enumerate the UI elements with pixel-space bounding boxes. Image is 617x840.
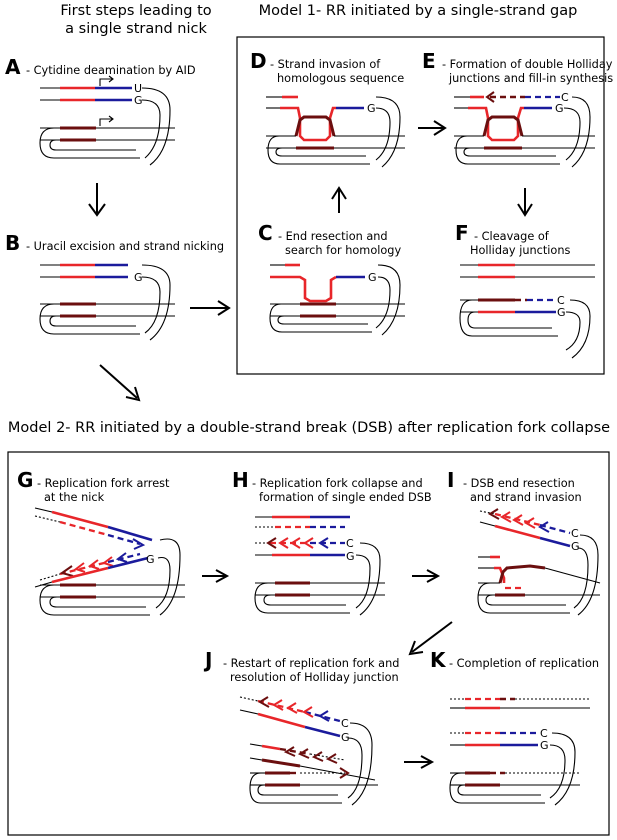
panel-g-dna xyxy=(34,507,185,616)
panel-e-guanine: G xyxy=(555,102,564,115)
panel-f-letter: F xyxy=(455,221,469,245)
arrow-j-to-k xyxy=(404,755,435,769)
panel-g: G - Replication fork arrest at the nick xyxy=(17,468,185,616)
panel-b-letter: B xyxy=(5,231,20,255)
panel-h: H - Replication fork collapse and format… xyxy=(232,468,432,616)
panel-f-label-line2: Holliday junctions xyxy=(470,244,571,257)
panel-f: F - Cleavage of Holliday junctions C G xyxy=(455,221,595,359)
panel-f-dna xyxy=(459,263,595,359)
panel-e-cytosine: C xyxy=(561,91,569,104)
panel-i-letter: I xyxy=(447,468,454,492)
panel-j-letter: J xyxy=(203,648,212,672)
panel-b-dna xyxy=(39,263,175,341)
panel-c-label-line2: search for homology xyxy=(285,244,401,257)
panel-h-dna xyxy=(254,515,385,616)
panel-i-label-line2: and strand invasion xyxy=(470,491,582,504)
panel-a-uracil: U xyxy=(134,82,142,95)
arrow-e-to-f xyxy=(517,188,533,217)
panel-c-label-line1: - End resection and xyxy=(278,230,388,243)
panel-a-guanine: G xyxy=(134,94,143,107)
panel-h-label-line1: - Replication fork collapse and xyxy=(252,477,423,490)
panel-j-dna xyxy=(239,696,378,806)
panel-k-cytosine: C xyxy=(540,727,548,740)
panel-d-label-line1: - Strand invasion of xyxy=(270,58,381,71)
panel-b-guanine: G xyxy=(134,271,143,284)
heading-model2: Model 2- RR initiated by a double-strand… xyxy=(8,420,610,436)
panel-e-dna xyxy=(454,91,595,168)
heading-model1: Model 1- RR initiated by a single-strand… xyxy=(259,3,578,19)
arrow-b-to-model1 xyxy=(190,300,231,316)
panel-k-guanine: G xyxy=(540,739,549,752)
arrow-a-to-b xyxy=(88,183,106,217)
panel-i: I - DSB end resection and strand invasio… xyxy=(447,468,601,616)
panel-b-label: - Uracil excision and strand nicking xyxy=(26,240,224,253)
panel-e-label-line2: junctions and fill-in synthesis xyxy=(448,72,613,85)
panel-e: E - Formation of double Holliday junctio… xyxy=(422,49,613,168)
panel-k: K - Completion of replication xyxy=(430,648,599,806)
panel-h-label-line2: formation of single ended DSB xyxy=(259,491,432,504)
panel-k-dna xyxy=(449,697,590,806)
panel-f-label-line1: - Cleavage of xyxy=(474,230,550,243)
panel-d: D - Strand invasion of homologous sequen… xyxy=(250,49,405,168)
panel-d-guanine: G xyxy=(367,102,376,115)
panel-a: A - Cytidine deamination by AID U G xyxy=(5,55,196,166)
panel-j-label-line2: resolution of Holliday junction xyxy=(230,671,399,684)
panel-a-letter: A xyxy=(5,55,21,79)
arrow-g-to-h xyxy=(202,569,230,583)
panel-i-guanine: G xyxy=(571,540,580,553)
panel-j-cytosine: C xyxy=(341,717,349,730)
panel-e-label-line1: - Formation of double Holliday xyxy=(442,58,613,71)
panel-g-letter: G xyxy=(17,468,33,492)
panel-f-cytosine: C xyxy=(557,294,565,307)
panel-d-dna xyxy=(266,95,405,168)
panel-j: J - Restart of replication fork and reso… xyxy=(203,648,399,806)
model1-box xyxy=(236,36,605,375)
panel-j-guanine: G xyxy=(341,731,350,744)
arrow-i-to-j xyxy=(408,621,453,656)
panel-g-label-line1: - Replication fork arrest xyxy=(37,477,170,490)
panel-h-guanine: G xyxy=(346,550,355,563)
panel-j-label-line1: - Restart of replication fork and xyxy=(223,657,399,670)
arrow-d-to-e xyxy=(418,120,447,136)
arrow-c-to-d xyxy=(331,186,347,213)
panel-c-dna xyxy=(269,263,405,336)
panel-i-label-line1: - DSB end resection xyxy=(463,477,575,490)
arrow-h-to-i xyxy=(412,569,441,583)
heading-first-steps-line2: a single strand nick xyxy=(65,21,207,37)
panel-g-label-line2: at the nick xyxy=(44,491,105,504)
panel-a-dna xyxy=(39,75,175,166)
panel-f-guanine: G xyxy=(557,306,566,319)
heading-first-steps-line1: First steps leading to xyxy=(60,3,211,19)
panel-i-dna xyxy=(477,508,601,616)
panel-d-label-line2: homologous sequence xyxy=(277,72,404,85)
panel-c-letter: C xyxy=(258,221,273,245)
panel-c: C - End resection and search for homolog… xyxy=(258,221,405,336)
panel-k-letter: K xyxy=(430,648,447,672)
panel-i-cytosine: C xyxy=(571,527,579,540)
panel-g-guanine: G xyxy=(146,553,155,566)
panel-h-cytosine: C xyxy=(346,537,354,550)
panel-b: B - Uracil excision and strand nicking G xyxy=(5,231,224,341)
model2-box xyxy=(7,451,610,836)
panel-k-label: - Completion of replication xyxy=(449,657,599,670)
panel-d-letter: D xyxy=(250,49,267,73)
panel-c-guanine: G xyxy=(368,271,377,284)
panel-a-label: - Cytidine deamination by AID xyxy=(26,64,196,77)
panel-e-letter: E xyxy=(422,49,436,73)
arrow-b-to-model2 xyxy=(99,364,141,402)
panel-h-letter: H xyxy=(232,468,249,492)
